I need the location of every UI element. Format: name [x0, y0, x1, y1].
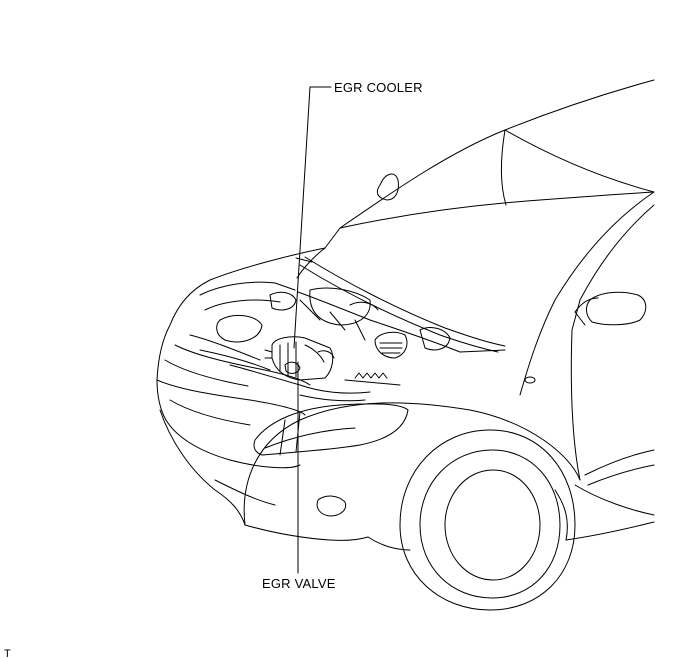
egr-valve-label: EGR VALVE — [262, 576, 336, 591]
side-mirror — [524, 291, 647, 384]
front-wheel — [243, 402, 581, 611]
corner-mark: T — [4, 648, 11, 660]
egr-assembly — [264, 336, 335, 381]
front-bumper-and-grille — [156, 324, 369, 541]
leader-lines — [293, 86, 332, 574]
cowl-and-wipers — [295, 173, 506, 353]
headlight — [253, 403, 409, 456]
egr-cooler-label: EGR COOLER — [334, 80, 423, 95]
engine-bay-components — [189, 281, 451, 402]
egr-cooler-leader — [293, 86, 332, 349]
car-roof-and-windshield — [324, 79, 655, 249]
car-side-body — [519, 191, 655, 541]
